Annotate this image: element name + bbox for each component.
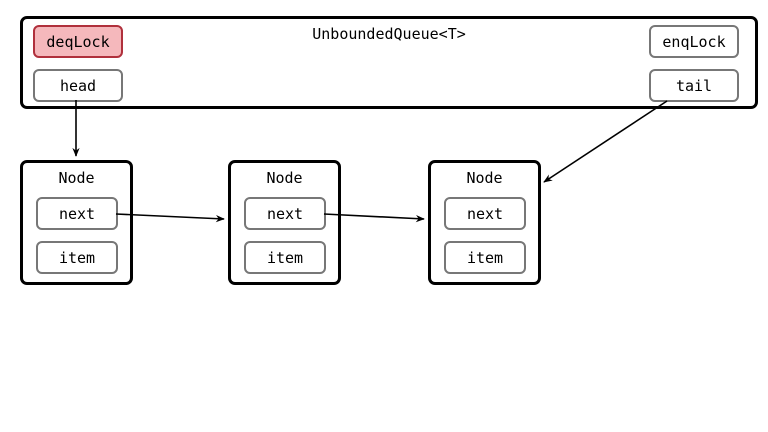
deq-lock-field: deqLock (33, 25, 123, 58)
node-title: Node (266, 169, 303, 187)
tail-pointer-arrow (543, 100, 668, 183)
node-item-field: item (244, 241, 326, 274)
node-box-1: Node next item (20, 160, 133, 285)
node-next-field: next (244, 197, 326, 230)
head-field: head (33, 69, 123, 102)
enq-lock-field: enqLock (649, 25, 739, 58)
queue-title: UnboundedQueue<T> (312, 25, 466, 43)
node-item-field: item (36, 241, 118, 274)
tail-field: tail (649, 69, 739, 102)
node-next-field: next (444, 197, 526, 230)
node-title: Node (466, 169, 503, 187)
node-box-2: Node next item (228, 160, 341, 285)
node-item-field: item (444, 241, 526, 274)
node-next-field: next (36, 197, 118, 230)
unbounded-queue-box: UnboundedQueue<T> deqLock head enqLock t… (20, 16, 758, 109)
node-title: Node (58, 169, 95, 187)
node-box-3: Node next item (428, 160, 541, 285)
